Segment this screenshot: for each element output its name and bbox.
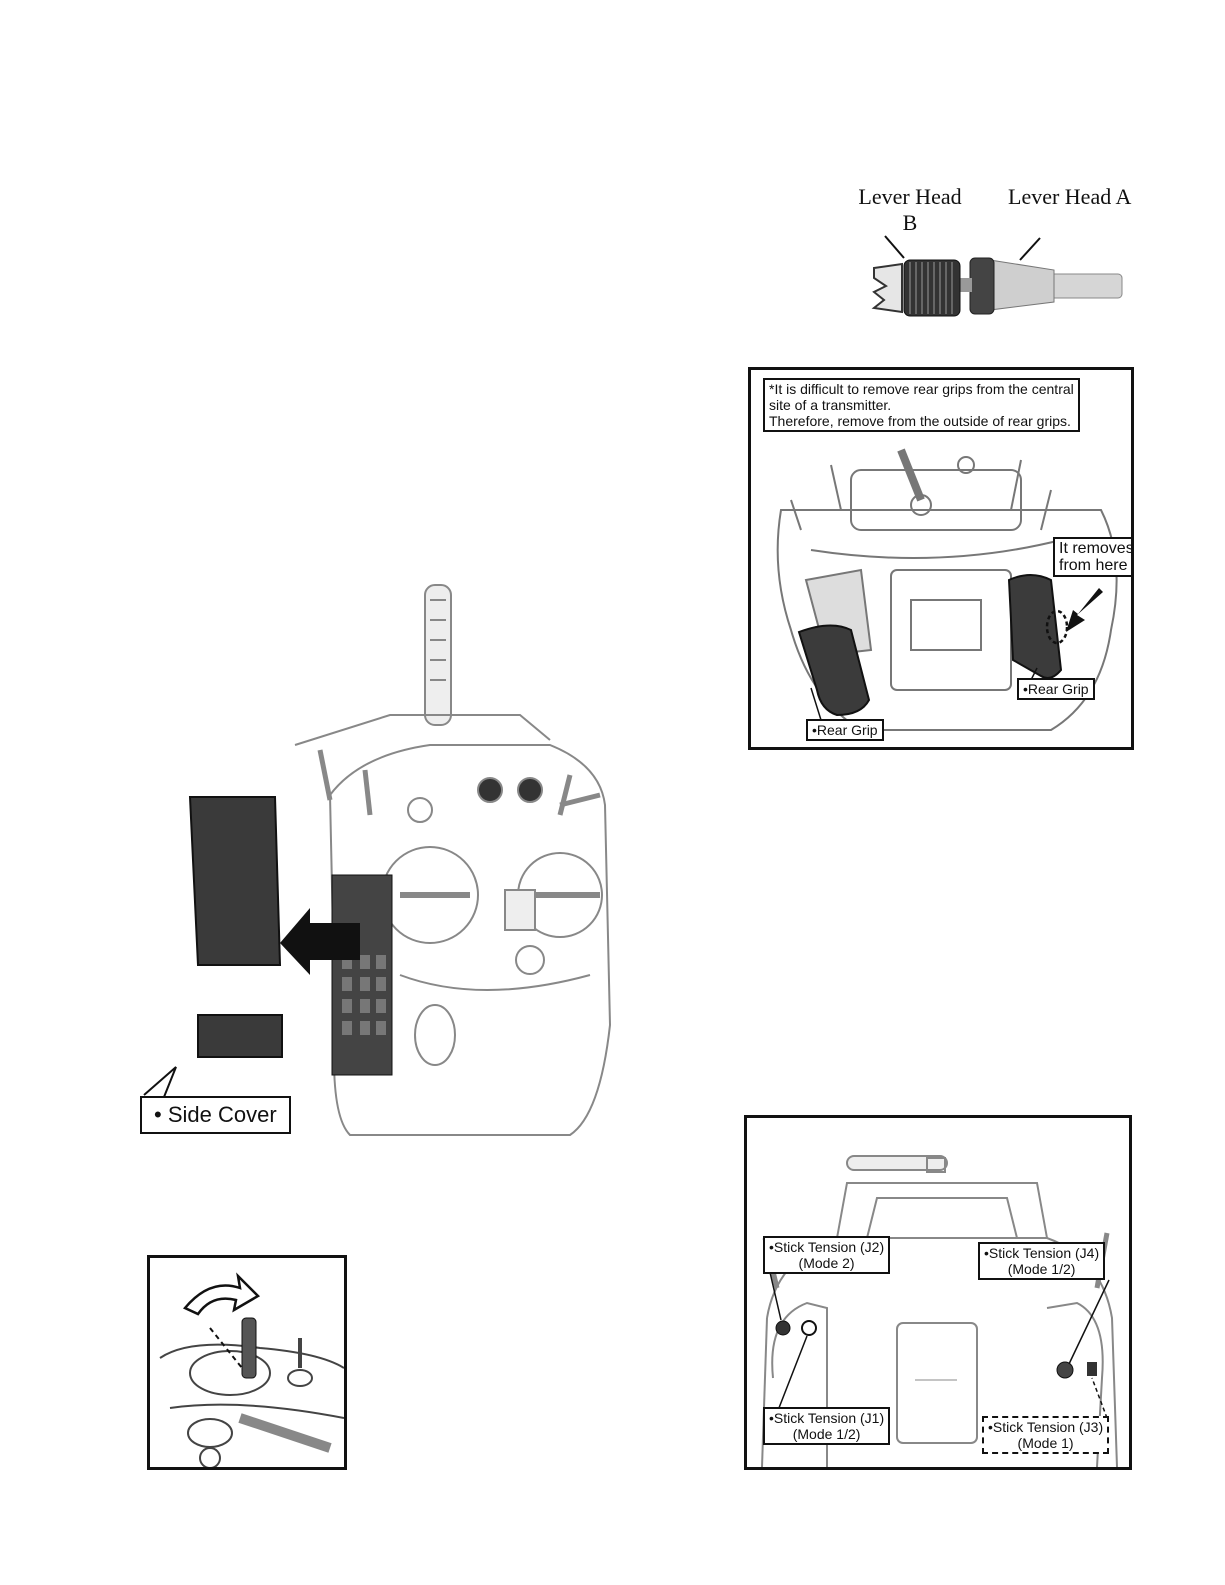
lever-head-figure: Lever Head B Lever Head A (830, 180, 1160, 330)
stick-tension-j3-label: •Stick Tension (J3) (Mode 1) (982, 1416, 1110, 1454)
lever-head-drawing (871, 235, 1123, 317)
side-cover-figure: • Side Cover (130, 575, 630, 1150)
rear-grip-right-label: •Rear Grip (1017, 678, 1095, 700)
transmitter-front-drawing (143, 584, 612, 1136)
side-cover-label: • Side Cover (140, 1096, 291, 1134)
lever-head-b-label: Lever Head B (858, 184, 962, 235)
stick-tension-figure: •Stick Tension (J2) (Mode 2) •Stick Tens… (744, 1115, 1132, 1470)
transmitter-back-drawing (776, 448, 1118, 731)
transmitter-rear-drawing (761, 1155, 1118, 1467)
stick-tension-j1-label: •Stick Tension (J1) (Mode 1/2) (763, 1407, 891, 1445)
removal-callout: It removes from here (1053, 537, 1131, 577)
stick-tension-j4-label: •Stick Tension (J4) (Mode 1/2) (978, 1242, 1106, 1280)
removal-note: *It is difficult to remove rear grips fr… (763, 378, 1080, 432)
stick-closeup-drawing (159, 1272, 344, 1467)
stick-tension-j2-label: •Stick Tension (J2) (Mode 2) (763, 1236, 891, 1274)
rear-grip-left-label: •Rear Grip (806, 719, 884, 741)
rear-grip-figure: *It is difficult to remove rear grips fr… (748, 367, 1134, 750)
lever-head-a-label: Lever Head A (1008, 184, 1132, 209)
stick-adjust-figure (147, 1255, 347, 1470)
